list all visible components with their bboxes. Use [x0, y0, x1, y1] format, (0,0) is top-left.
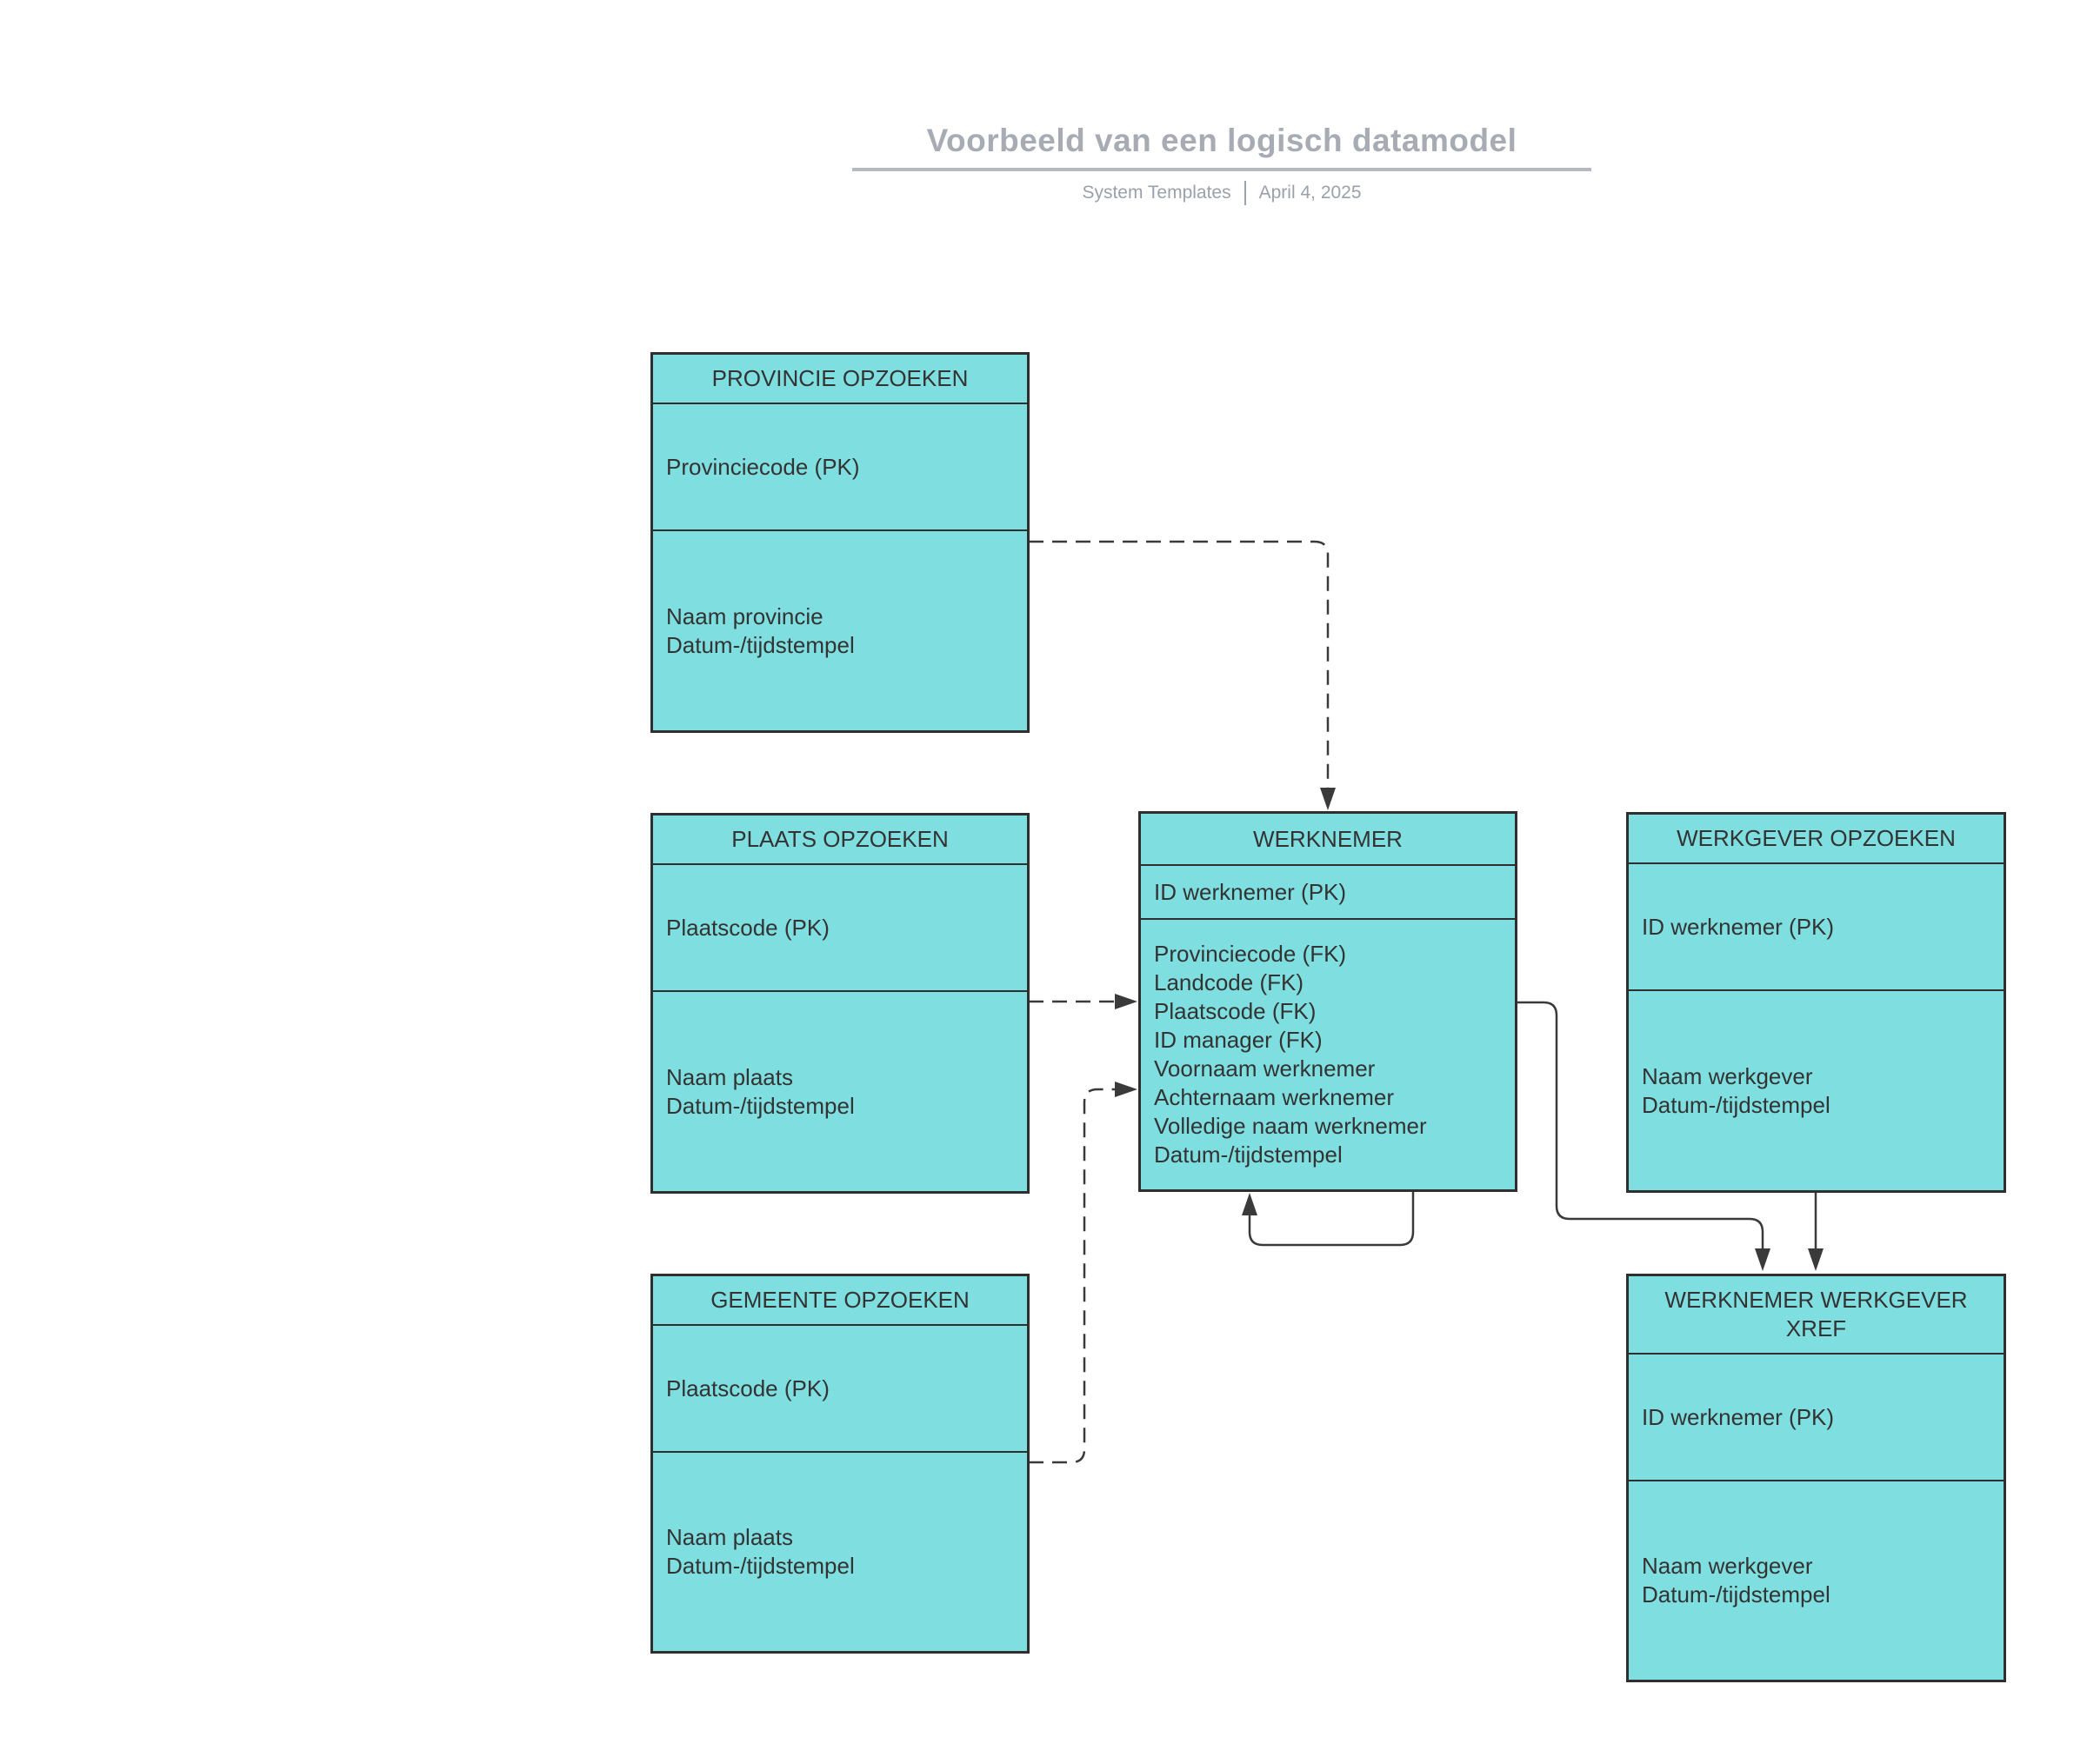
attribute-section: Naam plaats Datum-/tijdstempel [653, 1453, 1027, 1651]
attribute: Voornaam werknemer [1154, 1055, 1376, 1082]
attribute: Datum-/tijdstempel [666, 1553, 855, 1579]
attribute: Naam plaats [666, 1063, 793, 1090]
entity-werkgever-opzoeken[interactable]: WERKGEVER OPZOEKEN ID werknemer (PK) Naa… [1626, 812, 2006, 1193]
arrowhead-provincie-werknemer [1320, 788, 1336, 810]
attribute: Datum-/tijdstempel [1642, 1091, 1830, 1118]
entity-gemeente-opzoeken[interactable]: GEMEENTE OPZOEKEN Plaatscode (PK) Naam p… [650, 1274, 1030, 1654]
entity-title: WERKNEMER WERKGEVER XREF [1629, 1276, 2004, 1355]
entity-plaats-opzoeken[interactable]: PLAATS OPZOEKEN Plaatscode (PK) Naam pla… [650, 813, 1030, 1194]
arrowhead-werkgever-xref [1808, 1248, 1824, 1271]
attribute: Naam provincie [666, 602, 823, 629]
arrowhead-gemeente-werknemer [1115, 1082, 1137, 1097]
subtitle-date: April 4, 2025 [1258, 183, 1362, 203]
title-underline [852, 168, 1591, 171]
attribute: Naam werkgever [1642, 1553, 1813, 1579]
attribute: Landcode (FK) [1154, 969, 1304, 995]
entity-title: GEMEENTE OPZOEKEN [653, 1276, 1027, 1326]
document-header: Voorbeeld van een logisch datamodel Syst… [852, 122, 1591, 205]
attribute: Datum-/tijdstempel [666, 1092, 855, 1119]
attribute-section: Naam provincie Datum-/tijdstempel [653, 531, 1027, 730]
connector-werknemer-self[interactable] [1248, 1192, 1415, 1247]
attribute: Datum-/tijdstempel [1154, 1142, 1343, 1168]
attribute: Provinciecode (FK) [1154, 941, 1347, 967]
attribute: Achternaam werknemer [1154, 1084, 1394, 1110]
attribute-primary-key: ID werknemer (PK) [1642, 1403, 1835, 1430]
attribute: Naam plaats [666, 1524, 793, 1550]
page-title: Voorbeeld van een logisch datamodel [926, 123, 1517, 158]
attribute-section: Naam plaats Datum-/tijdstempel [653, 992, 1027, 1191]
document-subtitle: System Templates April 4, 2025 [852, 181, 1591, 205]
attribute-section: Provinciecode (FK) Landcode (FK) Plaatsc… [1141, 920, 1515, 1189]
arrowhead-plaats-werknemer [1115, 994, 1137, 1009]
attribute-primary-key: ID werknemer (PK) [1154, 878, 1347, 905]
entity-title: PROVINCIE OPZOEKEN [653, 355, 1027, 404]
entity-werknemer[interactable]: WERKNEMER ID werknemer (PK) Provinciecod… [1138, 811, 1517, 1192]
arrowhead-werknemer-self [1242, 1193, 1257, 1215]
attribute-section: Naam werkgever Datum-/tijdstempel [1629, 991, 2004, 1190]
arrowhead-werknemer-xref [1755, 1248, 1770, 1271]
subtitle-separator [1244, 181, 1246, 205]
entity-title: WERKNEMER [1141, 814, 1515, 866]
attribute-primary-key: Provinciecode (PK) [666, 453, 860, 480]
entity-title: WERKGEVER OPZOEKEN [1629, 815, 2004, 864]
attribute: Volledige naam werknemer [1154, 1113, 1427, 1139]
entity-werknemer-werkgever-xref[interactable]: WERKNEMER WERKGEVER XREF ID werknemer (P… [1626, 1274, 2006, 1682]
attribute: Plaatscode (FK) [1154, 998, 1317, 1024]
attribute: ID manager (FK) [1154, 1027, 1323, 1053]
attribute-primary-key: Plaatscode (PK) [666, 1375, 830, 1401]
entity-title: PLAATS OPZOEKEN [653, 815, 1027, 865]
attribute: Datum-/tijdstempel [666, 631, 855, 658]
connector-provincie-werknemer[interactable] [1029, 540, 1330, 789]
attribute-section: Naam werkgever Datum-/tijdstempel [1629, 1481, 2004, 1680]
attribute: Naam werkgever [1642, 1062, 1813, 1089]
attribute-primary-key: ID werknemer (PK) [1642, 913, 1835, 940]
connector-gemeente-werknemer[interactable] [1029, 1088, 1117, 1464]
attribute-primary-key: Plaatscode (PK) [666, 914, 830, 941]
entity-provincie-opzoeken[interactable]: PROVINCIE OPZOEKEN Provinciecode (PK) Na… [650, 352, 1030, 733]
attribute: Datum-/tijdstempel [1642, 1581, 1830, 1608]
subtitle-author: System Templates [1082, 183, 1231, 203]
